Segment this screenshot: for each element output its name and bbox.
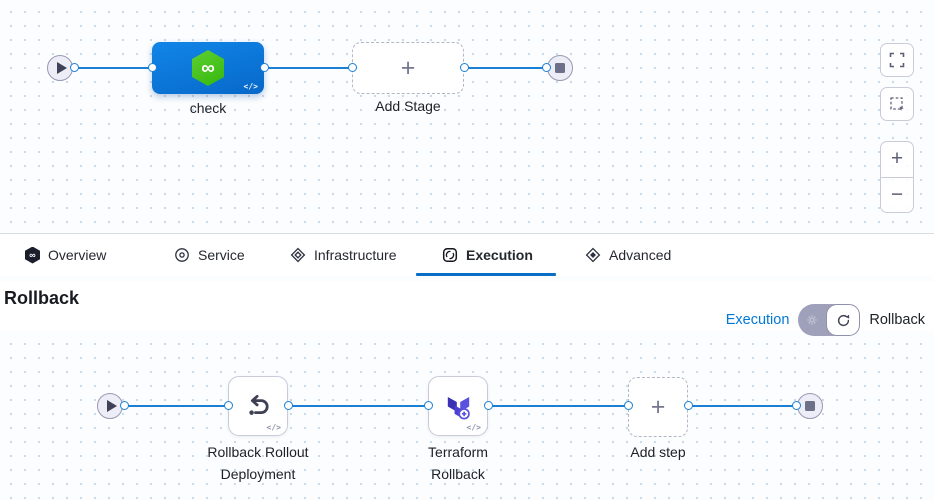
tab-service[interactable]: Service bbox=[174, 234, 245, 276]
edge-start-to-stage bbox=[73, 67, 152, 69]
fullscreen-button[interactable] bbox=[880, 43, 914, 77]
edge-step2-to-addstep bbox=[488, 405, 628, 407]
service-icon bbox=[175, 248, 189, 262]
add-stage-button[interactable]: + bbox=[352, 42, 464, 94]
execution-mini-icon bbox=[807, 315, 818, 325]
connector-dot[interactable] bbox=[260, 63, 269, 72]
connector-dot[interactable] bbox=[70, 63, 79, 72]
fullscreen-icon bbox=[889, 52, 905, 68]
harness-cd-icon: ∞ bbox=[192, 50, 224, 86]
edge-start-to-step1 bbox=[123, 405, 228, 407]
marquee-select-button[interactable] bbox=[880, 87, 914, 121]
rollback-end-node bbox=[797, 393, 823, 419]
connector-dot[interactable] bbox=[284, 401, 293, 410]
pipeline-end-node bbox=[547, 55, 573, 81]
stop-icon bbox=[555, 63, 565, 73]
step1-label-line2: Deployment bbox=[220, 466, 296, 482]
stage-label: check bbox=[189, 100, 227, 116]
tab-infrastructure-label: Infrastructure bbox=[314, 247, 397, 263]
connector-dot[interactable] bbox=[348, 63, 357, 72]
step-card-terraform-rollback[interactable]: </> bbox=[428, 376, 488, 436]
zoom-out-button[interactable]: − bbox=[881, 176, 913, 213]
active-tab-underline bbox=[416, 273, 556, 276]
connector-dot[interactable] bbox=[542, 63, 551, 72]
tab-overview-label: Overview bbox=[48, 247, 107, 263]
edge-addstage-to-end bbox=[464, 67, 546, 69]
tab-execution[interactable]: Execution bbox=[442, 234, 533, 276]
rollback-start-node bbox=[97, 393, 123, 419]
stage-card-check[interactable]: ∞ </> bbox=[152, 42, 264, 94]
toggle-thumb-rollback[interactable] bbox=[826, 304, 861, 336]
pipeline-start-node bbox=[47, 55, 73, 81]
yaml-code-icon: </> bbox=[266, 423, 281, 432]
zoom-in-button[interactable]: + bbox=[890, 147, 904, 171]
connector-dot[interactable] bbox=[460, 63, 469, 72]
rollback-canvas[interactable]: Rollback Execution Rollback bbox=[0, 276, 934, 500]
tab-execution-label: Execution bbox=[466, 247, 533, 263]
step-card-rollback-rollout-deployment[interactable]: </> bbox=[228, 376, 288, 436]
add-step-button[interactable]: + bbox=[628, 377, 688, 437]
edge-addstep-to-end bbox=[688, 405, 796, 407]
rollback-mode-icon bbox=[837, 314, 850, 326]
yaml-code-icon: </> bbox=[466, 423, 481, 432]
add-stage-label: Add Stage bbox=[375, 98, 441, 114]
connector-dot[interactable] bbox=[120, 401, 129, 410]
step2-label-line1: Terraform bbox=[428, 444, 488, 460]
add-step-label: Add step bbox=[630, 444, 686, 460]
connector-dot[interactable] bbox=[684, 401, 693, 410]
rollback-section-title: Rollback bbox=[4, 288, 80, 308]
tab-overview[interactable]: ∞ Overview bbox=[25, 234, 106, 276]
step1-label-line1: Rollback Rollout bbox=[207, 444, 309, 460]
connector-dot[interactable] bbox=[792, 401, 801, 410]
overview-icon: ∞ bbox=[25, 246, 40, 264]
edge-step1-to-step2 bbox=[288, 405, 428, 407]
plus-icon: + bbox=[650, 392, 666, 421]
play-icon bbox=[56, 62, 67, 74]
connector-dot[interactable] bbox=[484, 401, 493, 410]
infrastructure-icon bbox=[290, 247, 306, 263]
step2-label-line2: Rollback bbox=[431, 466, 485, 482]
rollback-mode-label: Rollback bbox=[869, 312, 925, 328]
rollback-header-band bbox=[0, 282, 934, 331]
yaml-code-icon: </> bbox=[243, 82, 258, 91]
marquee-select-icon bbox=[890, 97, 904, 111]
stage-config-tabs: ∞ Overview Service Infrastructure Execut… bbox=[0, 234, 934, 276]
tab-service-label: Service bbox=[198, 247, 245, 263]
play-icon bbox=[106, 400, 117, 412]
stage-canvas[interactable]: ∞ </> check + Add Stage bbox=[0, 0, 934, 234]
connector-dot[interactable] bbox=[424, 401, 433, 410]
plus-icon: + bbox=[400, 53, 416, 82]
terraform-icon bbox=[447, 396, 470, 419]
execution-icon bbox=[442, 247, 458, 263]
advanced-icon bbox=[585, 247, 601, 263]
rollback-arrow-icon bbox=[249, 394, 269, 415]
execution-rollback-toggle[interactable] bbox=[798, 304, 861, 336]
connector-dot[interactable] bbox=[224, 401, 233, 410]
connector-dot[interactable] bbox=[148, 63, 157, 72]
connector-dot[interactable] bbox=[624, 401, 633, 410]
execution-rollback-switcher: Execution Rollback bbox=[726, 303, 925, 337]
stop-icon bbox=[805, 401, 815, 411]
tab-advanced-label: Advanced bbox=[609, 247, 672, 263]
tab-infrastructure[interactable]: Infrastructure bbox=[290, 234, 396, 276]
zoom-controls: + − bbox=[880, 141, 914, 213]
execution-mode-link[interactable]: Execution bbox=[725, 312, 790, 328]
tab-advanced[interactable]: Advanced bbox=[585, 234, 671, 276]
edge-stage-to-addstage bbox=[264, 67, 352, 69]
